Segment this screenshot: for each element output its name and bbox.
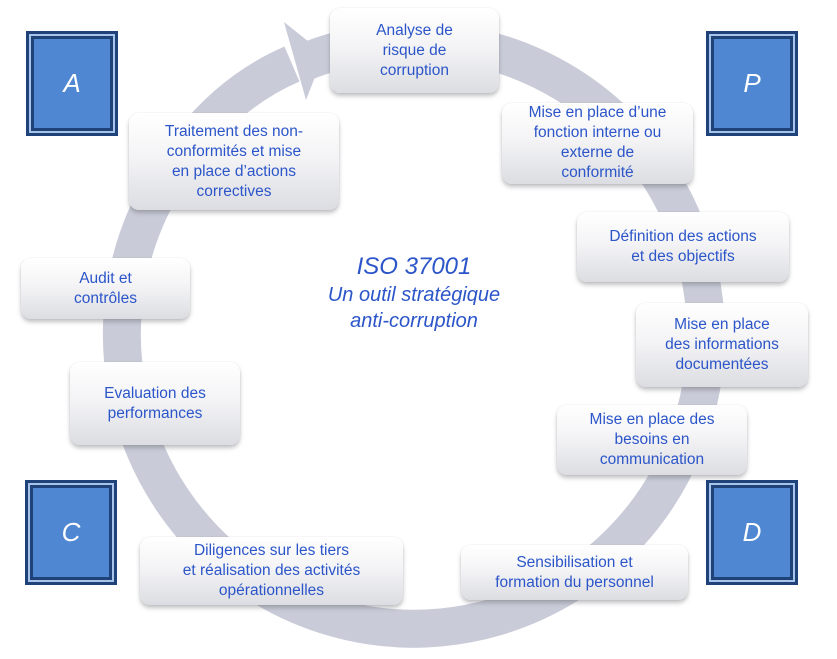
pdca-check-box: C [25,480,117,585]
pdca-plan-box: P [706,31,798,136]
step-diligences: Diligences sur les tiers et réalisation … [140,537,403,605]
pdca-plan-letter: P [743,68,761,98]
center-title: ISO 37001 [356,253,472,280]
arrow-head-icon [284,22,324,100]
pdca-do-box: D [706,480,798,585]
step-evaluation: Evaluation des performances [70,362,240,445]
pdca-act-box: A [26,31,118,136]
center-title-block: ISO 37001 Un outil stratégique anti-corr… [280,252,548,334]
center-subtitle-line2: anti-corruption [350,310,478,332]
pdca-act-letter: A [63,68,81,98]
pdca-do-letter: D [742,517,762,547]
pdca-check-letter: C [61,517,81,547]
step-audit: Audit et contrôles [21,258,190,319]
step-traitement: Traitement des non- conformités et mise … [129,113,339,210]
step-communication: Mise en place des besoins en communicati… [557,405,747,475]
step-definition-actions: Définition des actions et des objectifs [577,212,789,282]
step-informations-documentees: Mise en place des informations documenté… [636,303,808,387]
step-analyse-risque: Analyse de risque de corruption [330,8,499,93]
step-fonction-conformite: Mise en place d’une fonction interne ou … [502,103,693,184]
center-subtitle-line1: Un outil stratégique [327,284,501,306]
step-sensibilisation: Sensibilisation et formation du personne… [461,545,688,600]
